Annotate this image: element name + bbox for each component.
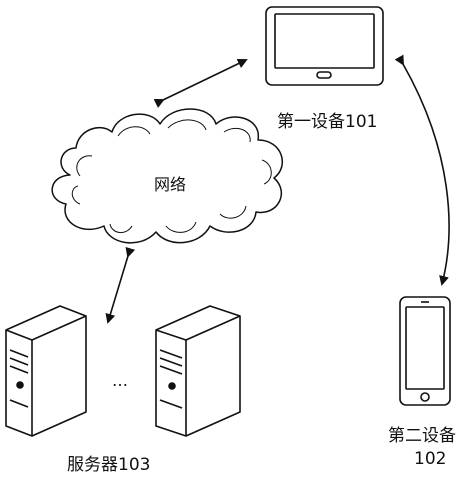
servers-label: 服务器103 <box>67 455 151 475</box>
arrow-tablet-to-phone <box>394 54 450 286</box>
second-device-number: 102 <box>414 449 447 469</box>
server-icon <box>155 305 241 437</box>
server-icon <box>5 305 87 437</box>
tablet-device-icon <box>265 6 384 86</box>
phone-device-icon <box>399 296 451 406</box>
network-label: 网络 <box>154 175 187 194</box>
second-device-label: 第二设备 <box>388 426 456 446</box>
arrow-cloud-to-tablet <box>153 58 248 108</box>
cloud-network-icon <box>51 108 284 244</box>
first-device-label: 第一设备101 <box>277 112 378 132</box>
arrow-cloud-to-servers <box>105 246 136 324</box>
server-ellipsis: … <box>112 371 130 390</box>
